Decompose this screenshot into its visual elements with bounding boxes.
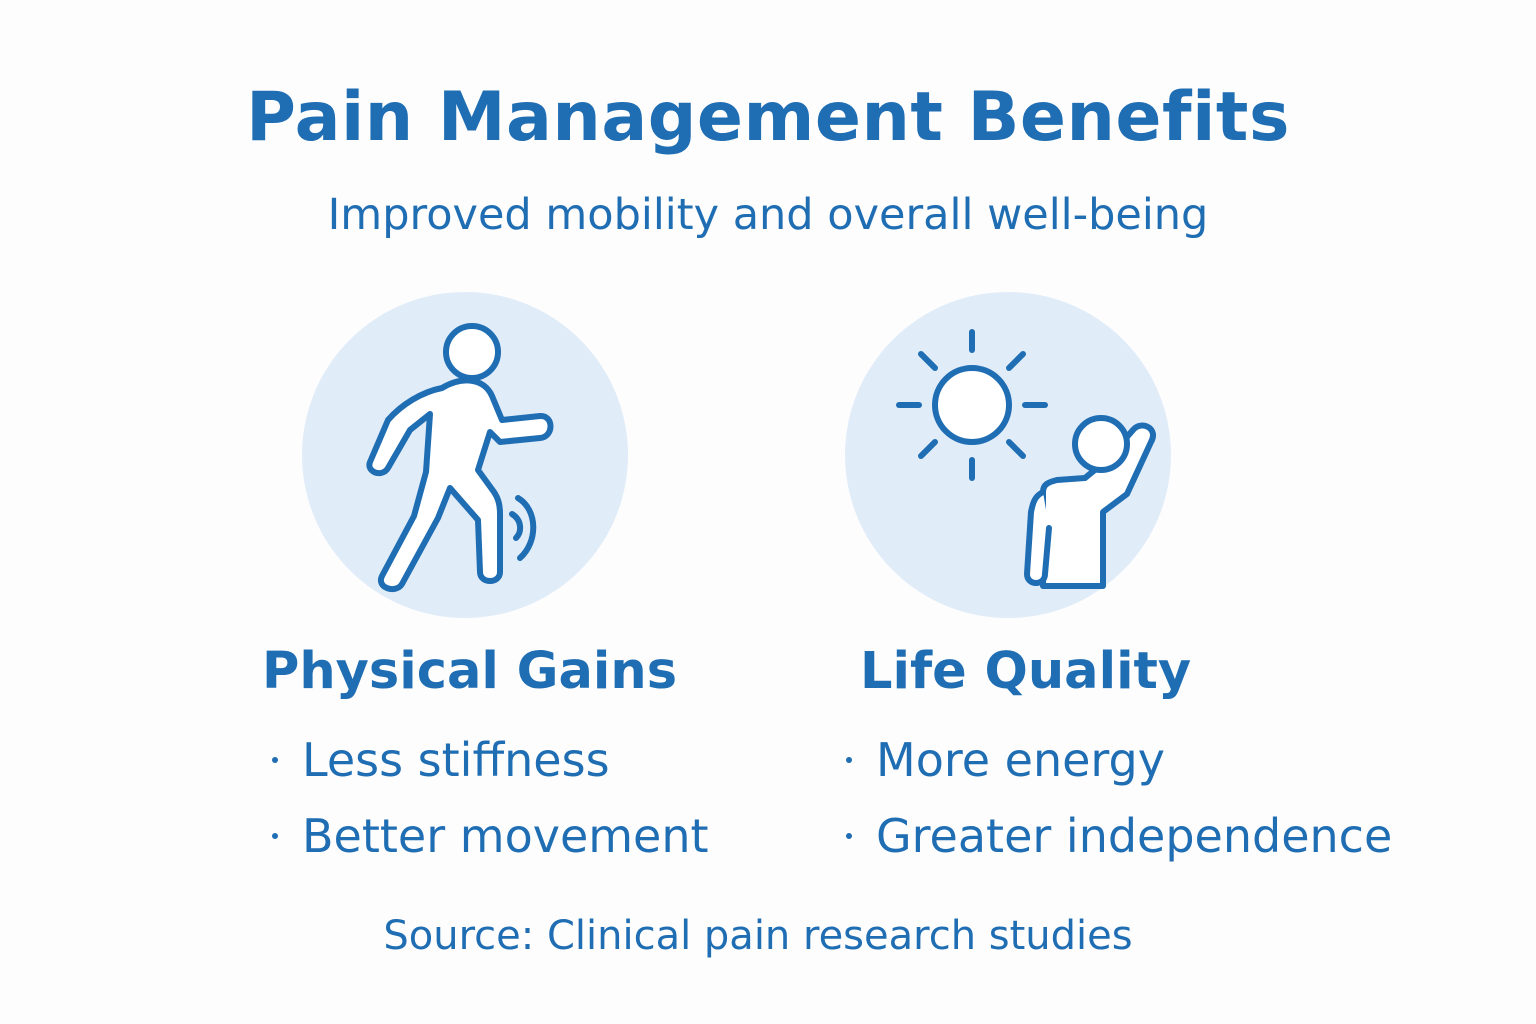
list-item: Less stiffness: [272, 722, 709, 798]
life-quality-list: More energy Greater independence: [846, 722, 1392, 874]
bullet-dot-icon: [846, 756, 852, 763]
bullet-dot-icon: [272, 756, 278, 763]
bullet-dot-icon: [272, 832, 278, 839]
walking-person-icon: [366, 323, 554, 593]
bullet-dot-icon: [846, 832, 852, 839]
physical-gains-list: Less stiffness Better movement: [272, 722, 709, 874]
list-item-label: More energy: [876, 733, 1165, 787]
sun-icon: [896, 329, 1048, 481]
physical-gains-illustration: [302, 292, 628, 618]
physical-gains-heading: Physical Gains: [262, 642, 678, 701]
life-quality-heading: Life Quality: [860, 642, 1192, 701]
list-item: Greater independence: [846, 798, 1392, 874]
sun-and-waving-person-icon: [896, 329, 1156, 589]
source-citation: Source: Clinical pain research studies: [383, 913, 1133, 959]
page-subtitle: Improved mobility and overall well-being: [327, 190, 1209, 240]
list-item-label: Better movement: [302, 809, 709, 863]
waving-person-icon: [1024, 415, 1156, 589]
list-item-label: Greater independence: [876, 809, 1393, 863]
page-title: Pain Management Benefits: [246, 78, 1290, 157]
list-item: More energy: [846, 722, 1392, 798]
list-item: Better movement: [272, 798, 709, 874]
life-quality-illustration: [845, 292, 1171, 618]
list-item-label: Less stiffness: [302, 733, 610, 787]
